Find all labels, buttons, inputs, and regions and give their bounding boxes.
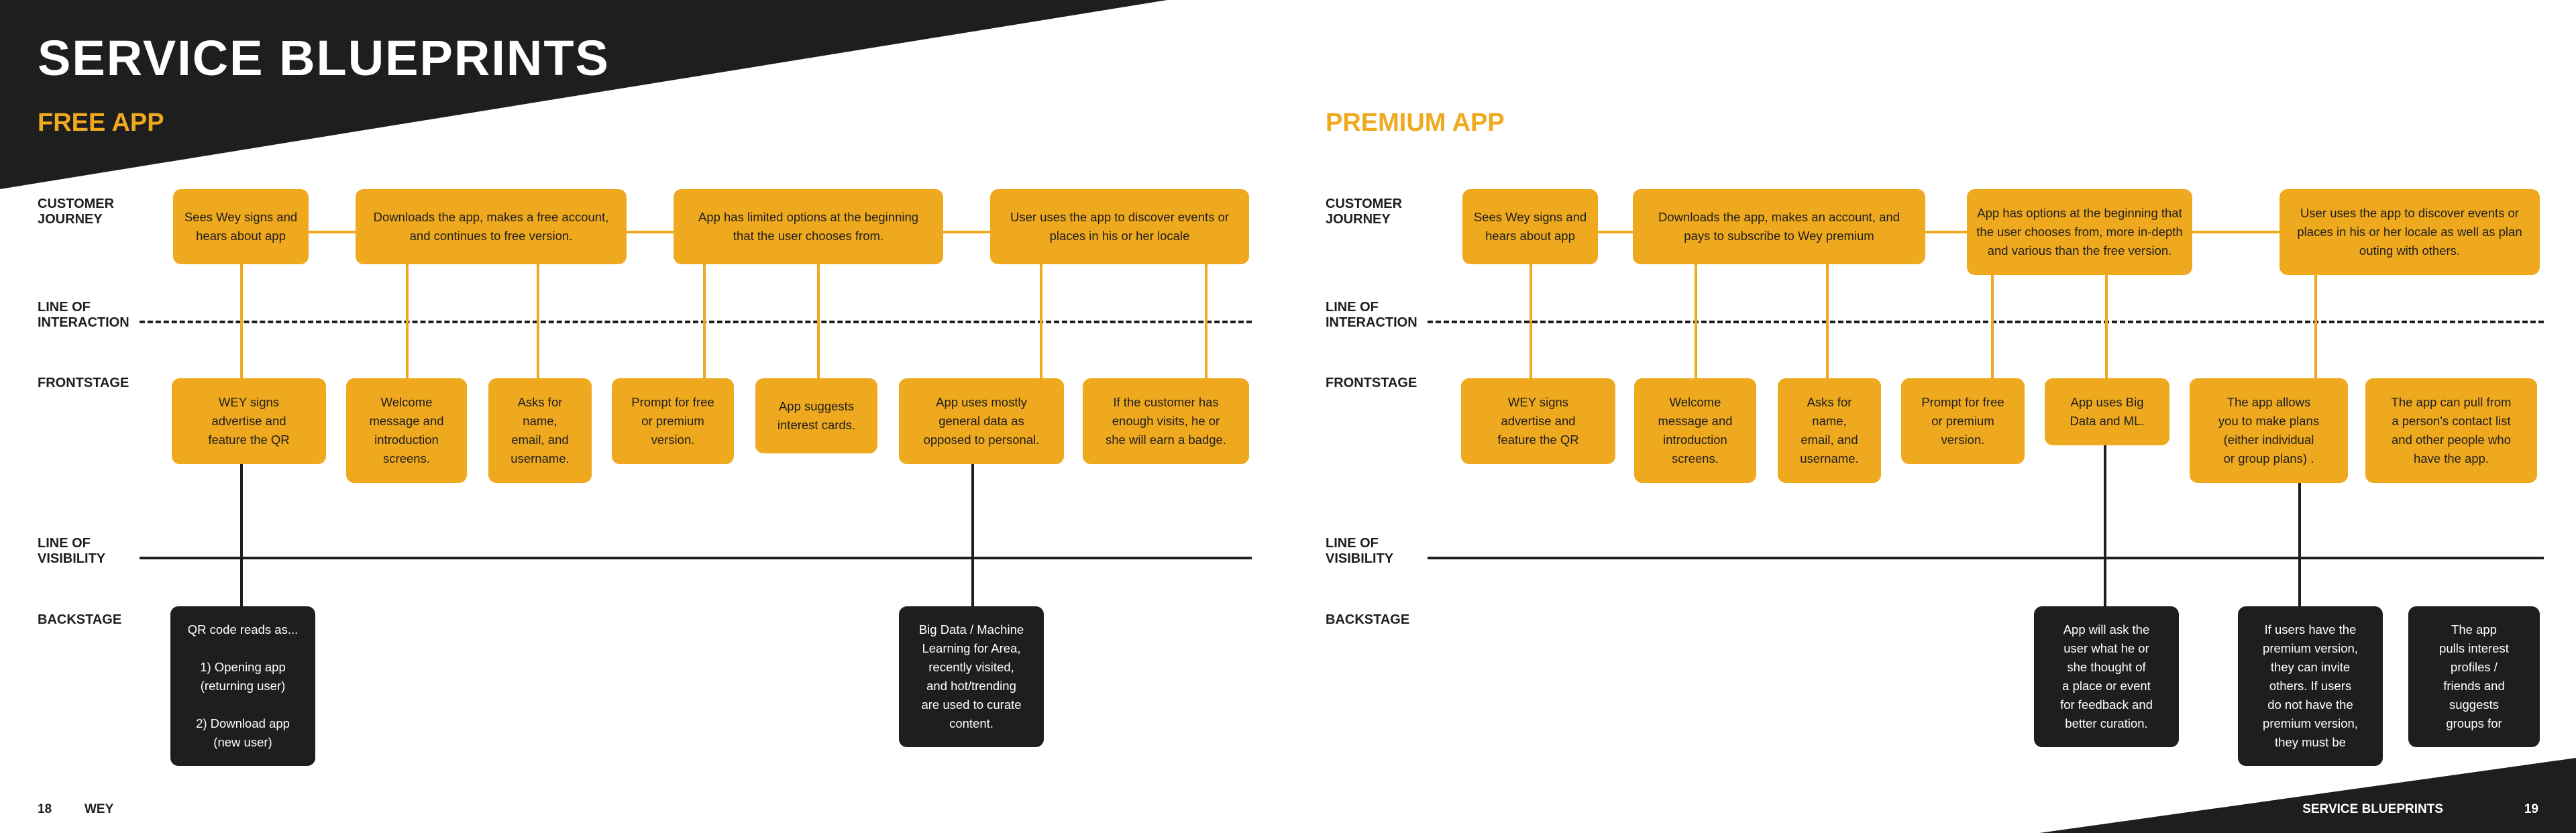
- label-customer-journey: CUSTOMER JOURNEY: [38, 197, 115, 227]
- journey-step: User uses the app to discover events or …: [2279, 189, 2540, 275]
- line-of-interaction: [1428, 321, 2544, 323]
- label-frontstage: FRONTSTAGE: [1326, 376, 1417, 390]
- premium-app-title: PREMIUM APP: [1326, 109, 1505, 137]
- connector: [1695, 262, 1697, 380]
- connector: [240, 463, 243, 608]
- label-backstage: BACKSTAGE: [1326, 612, 1410, 627]
- frontstage-step: Welcome message and introduction screens…: [1634, 378, 1756, 483]
- label-customer-journey: CUSTOMER JOURNEY: [1326, 197, 1403, 227]
- backstage-step: QR code reads as... 1) Opening app (retu…: [170, 606, 315, 766]
- line-of-visibility: [140, 557, 1252, 559]
- journey-step: Sees Wey signs and hears about app: [1462, 189, 1598, 264]
- frontstage-step: App uses mostly general data as opposed …: [899, 378, 1064, 464]
- journey-step: Sees Wey signs and hears about app: [173, 189, 309, 264]
- footer-dark-banner: [2039, 758, 2576, 833]
- connector: [971, 463, 974, 608]
- backstage-step: The app pulls interest profiles / friend…: [2408, 606, 2540, 747]
- frontstage-step: Prompt for free or premium version.: [612, 378, 734, 464]
- left-page-number: 18: [38, 802, 52, 816]
- frontstage-step: If the customer has enough visits, he or…: [1083, 378, 1249, 464]
- frontstage-step: Asks for name, email, and username.: [1778, 378, 1881, 483]
- journey-step: Downloads the app, makes a free account,…: [356, 189, 627, 264]
- free-app-title: FREE APP: [38, 109, 164, 137]
- left-brand: WEY: [85, 802, 114, 816]
- page-title: SERVICE BLUEPRINTS: [38, 30, 610, 86]
- journey-connector: [1597, 231, 2281, 233]
- connector: [1040, 262, 1042, 380]
- journey-connector: [309, 231, 993, 233]
- connector: [2105, 268, 2108, 380]
- connector: [2314, 268, 2317, 380]
- frontstage-step: Prompt for free or premium version.: [1901, 378, 2025, 464]
- frontstage-step: The app can pull from a person's contact…: [2365, 378, 2537, 483]
- journey-step: App has options at the beginning that th…: [1967, 189, 2192, 275]
- label-line-of-visibility: LINE OF VISIBILITY: [38, 536, 106, 566]
- connector: [1205, 262, 1208, 380]
- connector: [1529, 262, 1532, 380]
- header-dark-banner: [0, 0, 1167, 189]
- right-page-number: 19: [2524, 802, 2538, 816]
- frontstage-step: WEY signs advertise and feature the QR: [172, 378, 326, 464]
- journey-step: App has limited options at the beginning…: [674, 189, 943, 264]
- line-of-interaction: [140, 321, 1252, 323]
- line-of-visibility: [1428, 557, 2544, 559]
- connector: [817, 262, 820, 380]
- label-frontstage: FRONTSTAGE: [38, 376, 129, 390]
- backstage-step: Big Data / Machine Learning for Area, re…: [899, 606, 1044, 747]
- label-line-of-visibility: LINE OF VISIBILITY: [1326, 536, 1394, 566]
- connector: [1991, 268, 1994, 380]
- connector: [2104, 443, 2106, 608]
- label-line-of-interaction: LINE OF INTERACTION: [38, 300, 129, 330]
- frontstage-step: App uses Big Data and ML.: [2045, 378, 2169, 445]
- journey-step: User uses the app to discover events or …: [990, 189, 1249, 264]
- right-section-name: SERVICE BLUEPRINTS: [2302, 802, 2443, 816]
- connector: [406, 262, 409, 380]
- frontstage-step: The app allows you to make plans (either…: [2190, 378, 2348, 483]
- backstage-step: App will ask the user what he or she tho…: [2034, 606, 2179, 747]
- frontstage-step: Welcome message and introduction screens…: [346, 378, 467, 483]
- journey-step: Downloads the app, makes an account, and…: [1633, 189, 1925, 264]
- connector: [703, 262, 706, 380]
- label-line-of-interaction: LINE OF INTERACTION: [1326, 300, 1417, 330]
- frontstage-step: App suggests interest cards.: [755, 378, 877, 453]
- frontstage-step: Asks for name, email, and username.: [488, 378, 592, 483]
- label-backstage: BACKSTAGE: [38, 612, 122, 627]
- connector: [2298, 480, 2301, 608]
- backstage-step: If users have the premium version, they …: [2238, 606, 2383, 766]
- frontstage-step: WEY signs advertise and feature the QR: [1461, 378, 1615, 464]
- connector: [537, 262, 539, 380]
- connector: [240, 262, 243, 380]
- connector: [1826, 262, 1829, 380]
